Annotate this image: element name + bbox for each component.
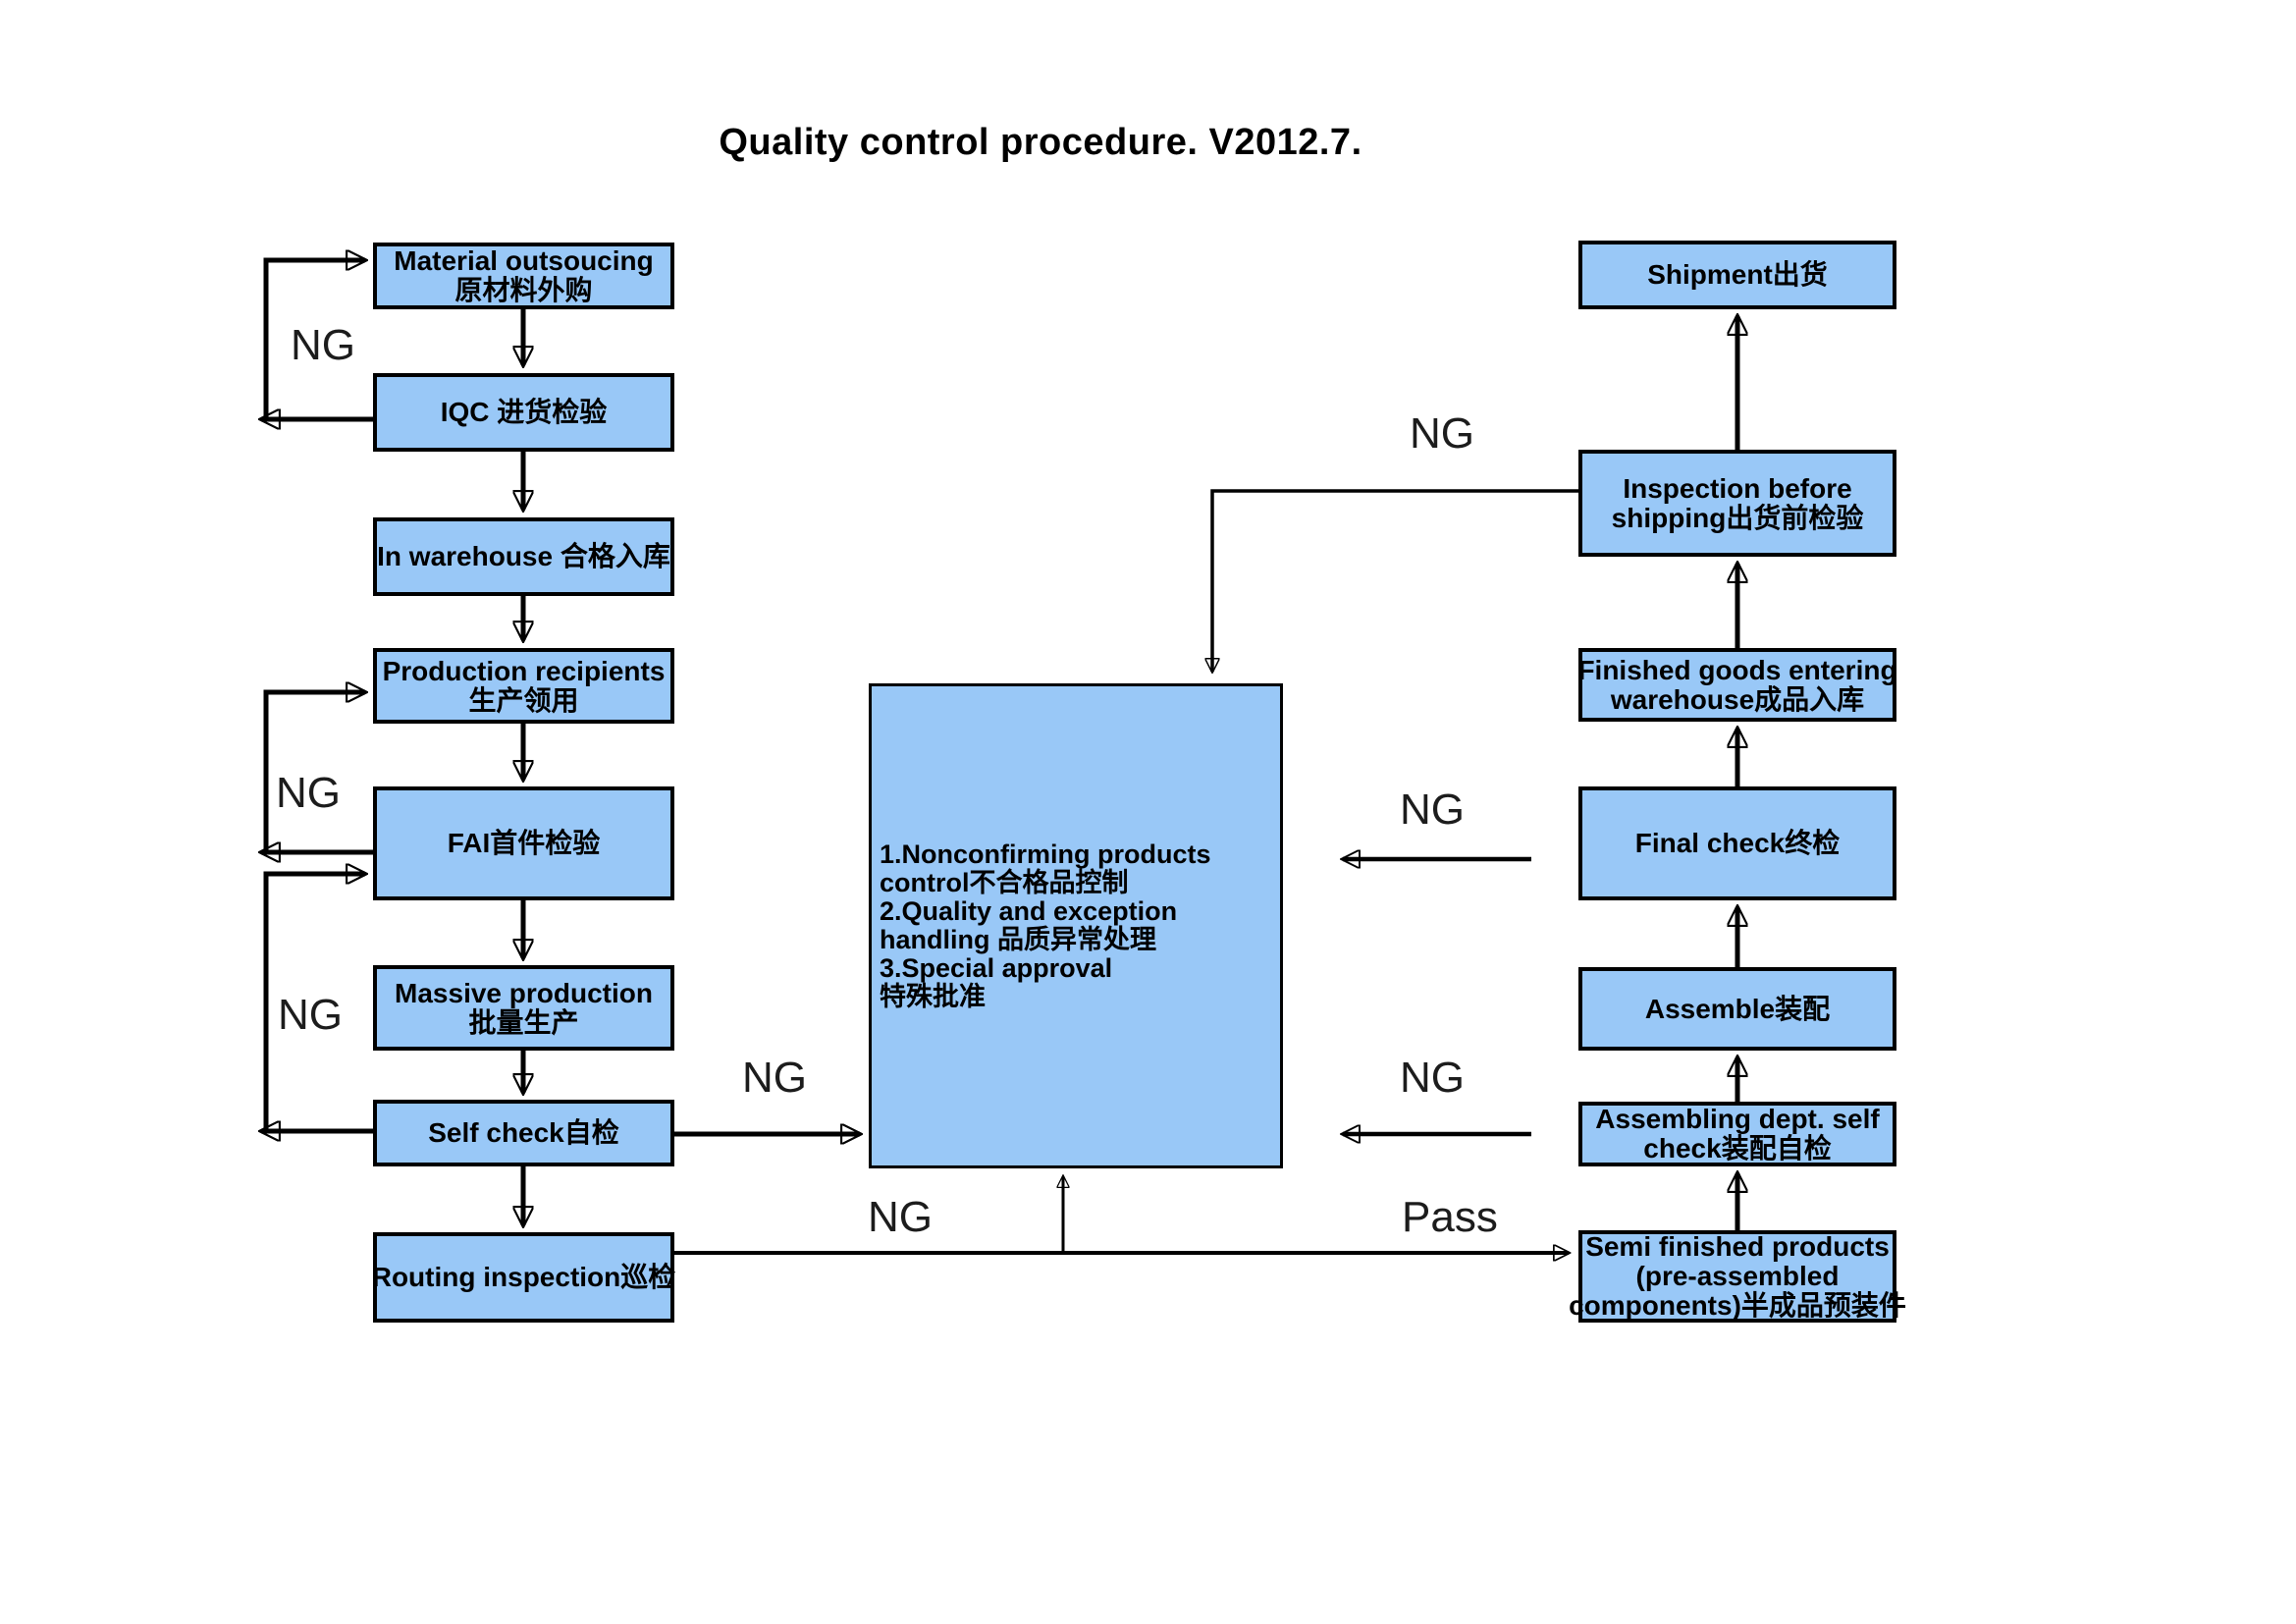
node-label: shipping出货前检验	[1611, 502, 1864, 533]
label-ng-assembling-center: NG	[1400, 1054, 1465, 1102]
node-massive-production: Massive production 批量生产	[373, 965, 674, 1051]
node-final-check: Final check终检	[1578, 786, 1896, 900]
node-label: components)半成品预装件	[1569, 1289, 1906, 1321]
node-fai: FAI首件检验	[373, 786, 674, 900]
arrow-iqc-ng-return	[263, 260, 365, 419]
node-label: Self check自检	[428, 1117, 619, 1149]
node-label: Semi finished products	[1585, 1231, 1890, 1263]
node-label: Massive production	[395, 977, 653, 1008]
node-label: warehouse成品入库	[1610, 683, 1865, 715]
node-production-recipients: Production recipients 生产领用	[373, 648, 674, 724]
node-routing-inspection: Routing inspection巡检	[371, 1232, 676, 1323]
label-ng-selfcheck-center: NG	[742, 1054, 807, 1102]
label-pass-routing-semi: Pass	[1402, 1193, 1498, 1241]
node-label: Assembling dept. self	[1595, 1104, 1880, 1135]
node-label: handling 品质异常处理	[880, 925, 1156, 954]
page-title: Quality control procedure. V2012.7.	[719, 122, 1362, 163]
node-shipment: Shipment出货	[1578, 241, 1896, 309]
node-self-check: Self check自检	[373, 1100, 674, 1166]
node-label: 批量生产	[468, 1006, 579, 1038]
arrow-fai-ng-return	[263, 692, 365, 852]
node-material-outsourcing: Material outsoucing 原材料外购	[373, 243, 674, 309]
label-ng-routing-center: NG	[868, 1193, 933, 1241]
label-ng-iqc-loop: NG	[291, 321, 355, 369]
node-in-warehouse: In warehouse 合格入库	[373, 517, 674, 596]
label-ng-finalcheck-center: NG	[1400, 785, 1465, 834]
node-label: 1.Nonconfirming products	[880, 839, 1211, 869]
node-label: Final check终检	[1634, 828, 1841, 859]
node-iqc: IQC 进货检验	[373, 373, 674, 452]
node-label: control不合格品控制	[880, 867, 1129, 897]
node-label: 3.Special approval	[880, 953, 1113, 984]
node-label: check装配自检	[1643, 1133, 1832, 1164]
node-label: 特殊批准	[880, 982, 986, 1012]
node-label: Finished goods entering	[1577, 654, 1897, 685]
label-ng-selfcheck-loop: NG	[278, 991, 343, 1039]
node-label: 原材料外购	[454, 275, 593, 305]
node-label: 生产领用	[468, 684, 579, 716]
node-semi-finished-products: Semi finished products (pre-assembled co…	[1569, 1230, 1906, 1323]
node-label: In warehouse 合格入库	[377, 541, 670, 572]
arrow-selfcheck-ng-return	[263, 874, 365, 1131]
node-label: Routing inspection巡检	[371, 1262, 676, 1293]
arrow-inspection-ng-to-centerbox	[1212, 489, 1578, 672]
node-label: FAI首件检验	[447, 828, 601, 859]
node-label: Assemble装配	[1644, 993, 1831, 1024]
node-assemble: Assemble装配	[1578, 967, 1896, 1051]
label-ng-inspection-center: NG	[1410, 409, 1474, 458]
node-nonconforming-control: 1.Nonconfirming products control不合格品控制 2…	[869, 683, 1283, 1168]
node-label: Production recipients	[382, 655, 666, 686]
node-finished-goods-warehouse: Finished goods entering warehouse成品入库	[1577, 648, 1897, 722]
node-label: Inspection before	[1623, 472, 1852, 504]
node-inspection-before-shipping: Inspection before shipping出货前检验	[1578, 450, 1896, 557]
node-label: 2.Quality and exception	[880, 895, 1178, 926]
node-label: (pre-assembled	[1635, 1261, 1840, 1292]
node-label: Shipment出货	[1647, 259, 1828, 291]
label-ng-fai-loop: NG	[276, 769, 341, 817]
node-label: IQC 进货检验	[440, 397, 608, 428]
node-label: Material outsoucing	[394, 245, 654, 277]
node-assembling-self-check: Assembling dept. self check装配自检	[1578, 1102, 1896, 1166]
